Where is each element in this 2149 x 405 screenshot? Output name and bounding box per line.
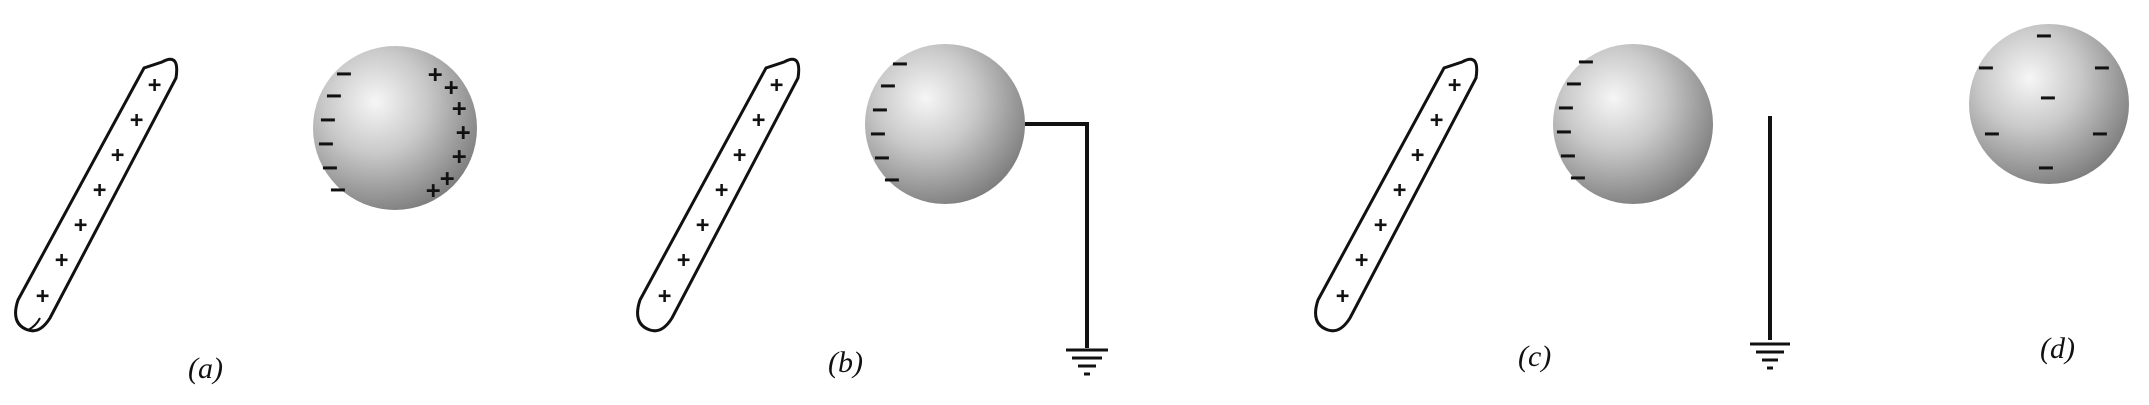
panel-b: + + + + + + + − − − − − − — [636, 44, 1108, 376]
minus-charge: − — [872, 95, 888, 125]
minus-charge: − — [336, 59, 352, 89]
charged-rod-b: + + + + + + + — [636, 57, 801, 333]
metal-sphere-d — [1969, 24, 2129, 184]
plus-charge: + — [715, 178, 728, 203]
plus-charge: + — [733, 143, 746, 168]
plus-charge: + — [1448, 73, 1461, 98]
plus-charge: + — [1430, 108, 1443, 133]
panel-label-c: (c) — [1518, 340, 1552, 373]
panel-d: − − − − − − − — [1969, 21, 2129, 184]
rod-end — [27, 317, 41, 331]
plus-charge: + — [752, 108, 765, 133]
minus-charge: − — [1558, 93, 1574, 123]
minus-charge: − — [880, 71, 896, 101]
minus-charge: − — [2036, 21, 2052, 51]
sphere-minus-charges: − − − − − − — [318, 59, 352, 205]
metal-sphere-a — [313, 46, 477, 210]
rod-plus-charges: + + + + + + + — [658, 73, 783, 309]
charged-rod-c: + + + + + + + — [1314, 57, 1479, 333]
rod-plus-charges: + + + + + + + — [1336, 73, 1461, 309]
ground-symbol-c — [1750, 342, 1790, 370]
plus-charge: + — [658, 284, 671, 309]
plus-charge: + — [452, 94, 466, 122]
plus-charge: + — [677, 248, 690, 273]
minus-charge: − — [2040, 83, 2056, 113]
plus-charge: + — [440, 164, 454, 192]
plus-charge: + — [93, 178, 106, 203]
panel-label-b: (b) — [828, 346, 863, 379]
sphere-plus-charges: + + + + + + + — [426, 60, 470, 204]
plus-charge: + — [1355, 248, 1368, 273]
ground-symbol-b — [1066, 348, 1108, 376]
minus-charge: − — [2094, 53, 2110, 83]
plus-charge: + — [111, 143, 124, 168]
panel-a: + + + + + + + − − − − − − + + + + + + + — [14, 46, 477, 333]
minus-charge: − — [322, 153, 338, 183]
metal-sphere-b — [865, 44, 1025, 204]
plus-charge: + — [36, 284, 49, 309]
rod-body — [1314, 57, 1479, 333]
panel-label-d: (d) — [2040, 332, 2075, 365]
minus-charge: − — [1566, 69, 1582, 99]
plus-charge: + — [1336, 284, 1349, 309]
plus-charge: + — [1374, 213, 1387, 238]
plus-charge: + — [452, 142, 466, 170]
plus-charge: + — [428, 60, 442, 88]
minus-charge: − — [1560, 141, 1576, 171]
plus-charge: + — [696, 213, 709, 238]
plus-charge: + — [130, 108, 143, 133]
plus-charge: + — [55, 248, 68, 273]
charged-rod-a: + + + + + + + — [14, 57, 179, 333]
minus-charge: − — [1984, 119, 2000, 149]
minus-charge: − — [874, 143, 890, 173]
sphere-uniform-minus-charges: − − − − − − − — [1978, 21, 2110, 183]
minus-charge: − — [892, 49, 908, 79]
plus-charge: + — [456, 118, 470, 146]
plus-charge: + — [770, 73, 783, 98]
minus-charge: − — [2038, 153, 2054, 183]
metal-sphere-c — [1553, 44, 1713, 204]
rod-body — [14, 57, 179, 333]
plus-charge: + — [444, 73, 458, 101]
panel-c: + + + + + + + − − − − − − — [1314, 44, 1790, 370]
plus-charge: + — [74, 213, 87, 238]
minus-charge: − — [870, 119, 886, 149]
minus-charge: − — [318, 129, 334, 159]
rod-plus-charges: + + + + + + + — [36, 73, 161, 309]
minus-charge: − — [884, 165, 900, 195]
minus-charge: − — [1556, 117, 1572, 147]
rod-body — [636, 57, 801, 333]
panel-label-a: (a) — [188, 352, 223, 385]
minus-charge: − — [1978, 53, 1994, 83]
minus-charge: − — [1570, 163, 1586, 193]
sphere-minus-charges: − − − − − − — [870, 49, 908, 195]
minus-charge: − — [326, 81, 342, 111]
plus-charge: + — [148, 73, 161, 98]
minus-charge: − — [320, 105, 336, 135]
minus-charge: − — [2092, 119, 2108, 149]
sphere-minus-charges: − − − − − − — [1556, 47, 1594, 193]
minus-charge: − — [330, 175, 346, 205]
ground-wire — [1025, 122, 1089, 348]
plus-charge: + — [1411, 143, 1424, 168]
minus-charge: − — [1578, 47, 1594, 77]
plus-charge: + — [1393, 178, 1406, 203]
plus-charge: + — [426, 176, 440, 204]
